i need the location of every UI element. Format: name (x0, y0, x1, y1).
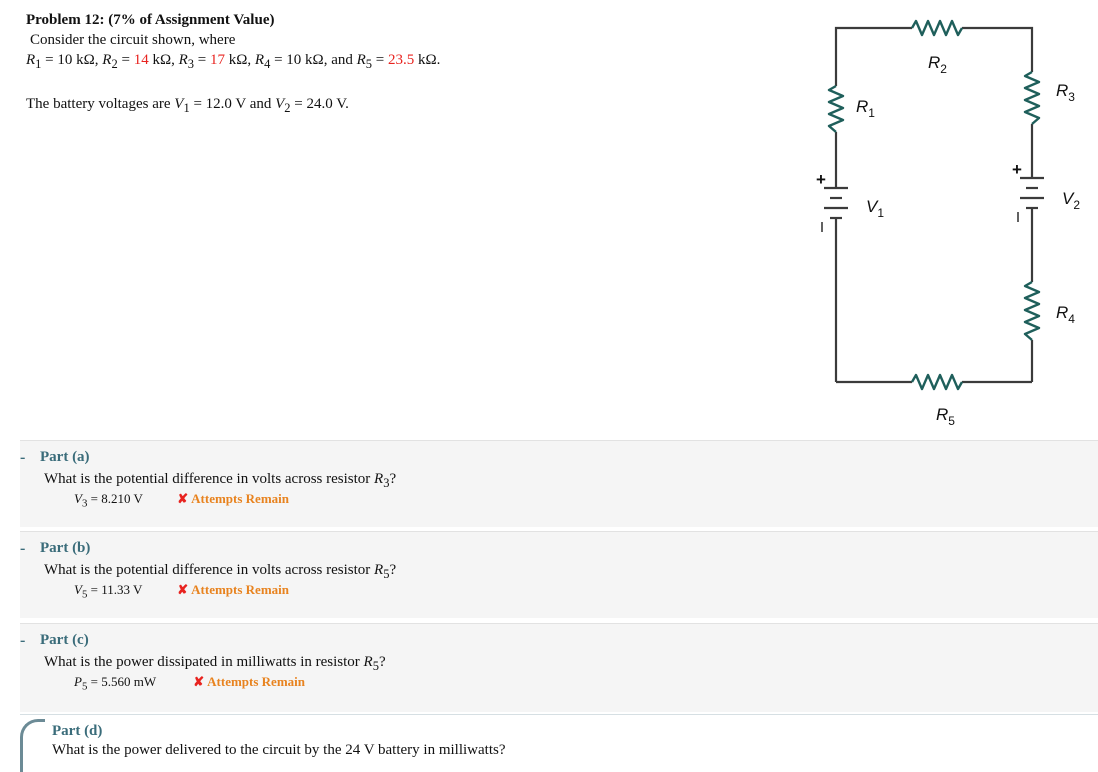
part-a-answer: V3 = 8.210 V ✘Attempts Remain (74, 491, 289, 510)
part-d-title[interactable]: Part (d) (52, 723, 103, 739)
active-part-indicator (20, 719, 45, 772)
battery-v2 (1020, 168, 1044, 218)
r4-value: 10 (286, 52, 302, 68)
label-v2: V2 (1062, 189, 1080, 212)
part-b-answer-value: = 11.33 V (90, 582, 143, 597)
part-c-panel: - Part (c) What is the power dissipated … (20, 623, 1098, 712)
part-a-status: ✘Attempts Remain (177, 491, 289, 506)
part-d-question: What is the power delivered to the circu… (52, 742, 506, 758)
battery-values: The battery voltages are V1 = 12.0 V and… (26, 96, 349, 115)
cross-mark-icon: ✘ (177, 582, 189, 597)
cross-mark-icon: ✘ (193, 674, 205, 689)
part-d-panel: Part (d) What is the power delivered to … (20, 714, 1098, 772)
resistor-r1 (827, 84, 845, 133)
label-r1: R1 (856, 97, 875, 120)
part-b-question: What is the potential difference in volt… (44, 562, 397, 581)
label-r5: R5 (936, 405, 955, 428)
part-b-answer: V5 = 11.33 V ✘Attempts Remain (74, 582, 289, 601)
v2-value: 24.0 V (306, 96, 346, 112)
problem-intro: Consider the circuit shown, where (30, 32, 236, 48)
part-b-status: ✘Attempts Remain (177, 582, 289, 597)
part-c-status: ✘Attempts Remain (193, 674, 305, 689)
v1-plus-sign: + (816, 170, 826, 189)
r1-value: 10 (57, 52, 73, 68)
part-a-answer-value: = 8.210 V (90, 491, 143, 506)
resistor-r3 (1023, 70, 1041, 125)
part-b-title[interactable]: Part (b) (40, 540, 91, 556)
part-a-question: What is the potential difference in volt… (44, 471, 397, 490)
collapse-toggle-icon[interactable]: - (20, 632, 26, 649)
resistor-r2 (910, 19, 964, 37)
cross-mark-icon: ✘ (177, 491, 189, 506)
wires (834, 26, 1034, 384)
label-v1: V1 (866, 197, 884, 220)
circuit-svg: + + R1 R2 R3 R4 R5 V1 V2 (816, 19, 1080, 428)
part-c-answer-value: = 5.560 mW (90, 674, 157, 689)
r3-value: 17 (209, 52, 225, 68)
problem-statement: Problem 12: (7% of Assignment Value) Con… (26, 10, 786, 118)
r5-value: 23.5 (388, 52, 415, 68)
collapse-toggle-icon[interactable]: - (20, 540, 26, 557)
part-a-title[interactable]: Part (a) (40, 449, 90, 465)
resistors (827, 19, 1041, 391)
v1-value: 12.0 V (205, 96, 246, 112)
r2-value: 14 (133, 52, 149, 68)
label-r4: R4 (1056, 303, 1075, 326)
label-r2: R2 (928, 53, 947, 76)
label-r3: R3 (1056, 81, 1075, 104)
part-b-panel: - Part (b) What is the potential differe… (20, 531, 1098, 618)
collapse-toggle-icon[interactable]: - (20, 449, 26, 466)
resistor-values: R1 = 10 kΩ, R2 = 14 kΩ, R3 = 17 kΩ, R4 =… (26, 52, 441, 71)
battery-minus-marks (821, 212, 1019, 232)
resistor-r4 (1023, 280, 1041, 341)
part-c-question: What is the power dissipated in milliwat… (44, 654, 386, 673)
part-c-title[interactable]: Part (c) (40, 632, 89, 648)
resistor-r5 (910, 373, 964, 391)
battery-v1 (824, 178, 848, 226)
problem-title: Problem 12: (7% of Assignment Value) (26, 12, 275, 28)
circuit-diagram: + + R1 R2 R3 R4 R5 V1 V2 (812, 4, 1092, 434)
v2-plus-sign: + (1012, 160, 1022, 179)
part-c-answer: P5 = 5.560 mW ✘Attempts Remain (74, 674, 305, 693)
part-a-panel: - Part (a) What is the potential differe… (20, 440, 1098, 527)
